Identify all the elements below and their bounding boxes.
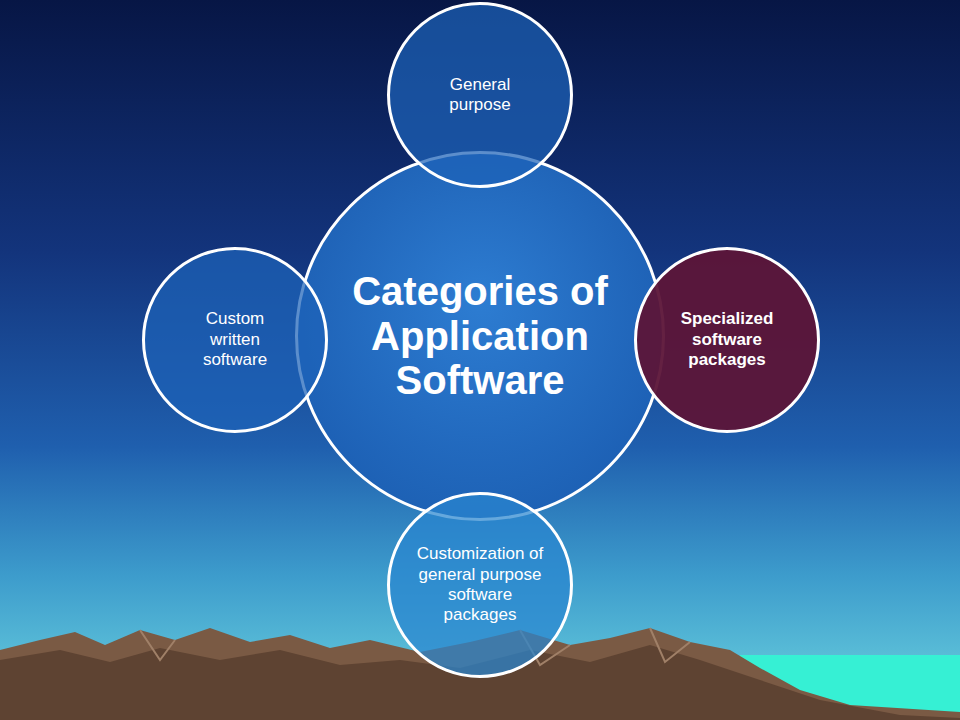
center-heading: Categories of Application Software bbox=[330, 269, 630, 403]
circle bbox=[297, 153, 664, 520]
category-label: General purpose bbox=[425, 75, 535, 116]
circle bbox=[144, 249, 327, 432]
circle bbox=[636, 249, 819, 432]
circle bbox=[389, 4, 572, 187]
circle bbox=[389, 494, 572, 677]
category-circle: Custom written software bbox=[142, 247, 328, 433]
center-circle: Categories of Application Software bbox=[295, 151, 665, 521]
category-label: Specialized software packages bbox=[667, 309, 787, 370]
category-label: Customization of general purpose softwar… bbox=[415, 544, 545, 626]
category-label: Custom written software bbox=[188, 309, 283, 370]
category-circle-highlight: Specialized software packages bbox=[634, 247, 820, 433]
category-circle: Customization of general purpose softwar… bbox=[387, 492, 573, 678]
category-circle: General purpose bbox=[387, 2, 573, 188]
